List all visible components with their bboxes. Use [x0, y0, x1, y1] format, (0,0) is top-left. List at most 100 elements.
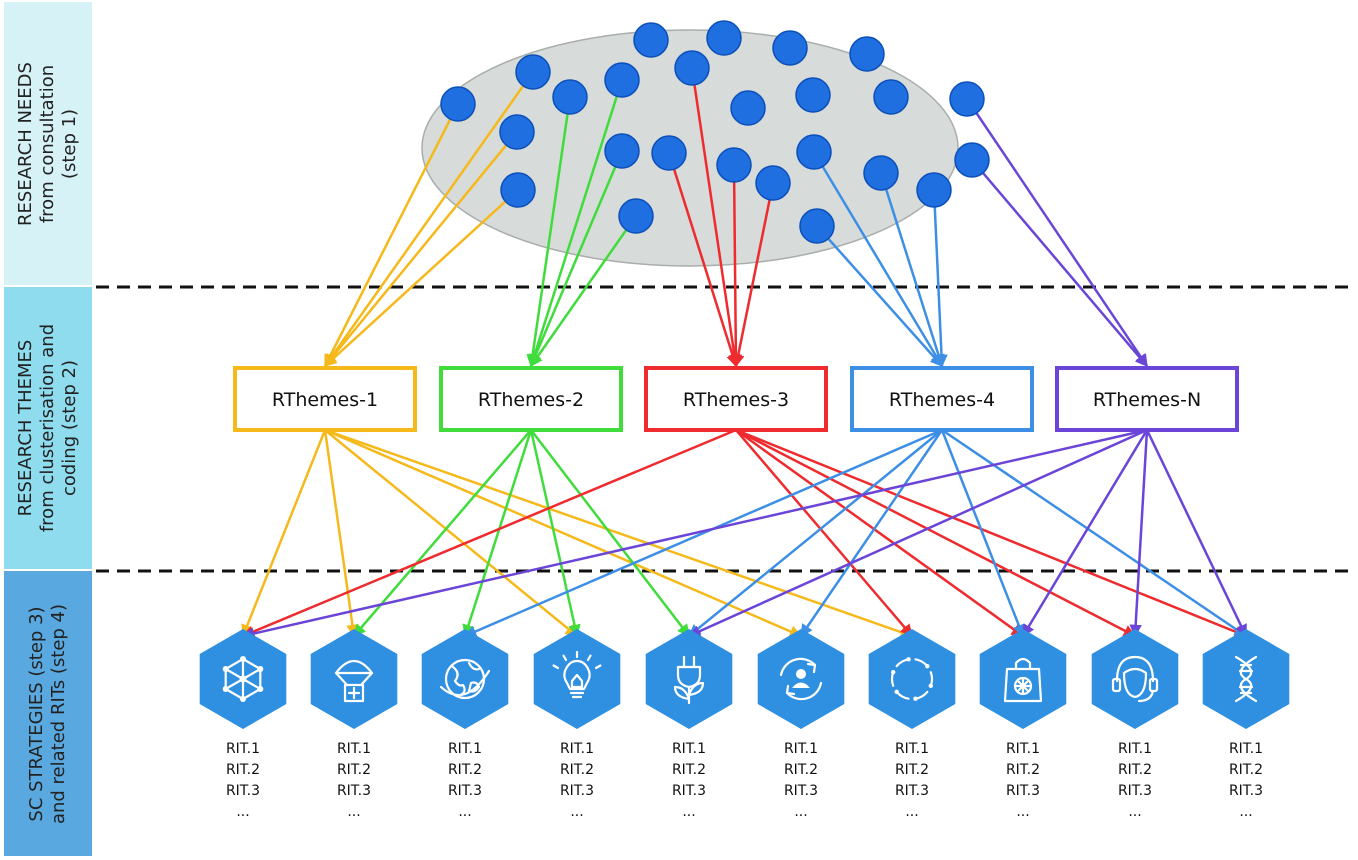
research-need-dot [633, 22, 669, 58]
rit-item: RIT.3 [894, 783, 930, 799]
theme-box-frame [850, 366, 1034, 432]
rit-item: RIT.2 [447, 762, 483, 778]
research-need-dot [674, 50, 710, 86]
rit-item: RIT.1 [671, 741, 707, 757]
theme-to-strategy-arrow [735, 428, 1025, 638]
rit-item: ... [1239, 804, 1253, 820]
theme-label: RThemes-3 [683, 389, 789, 411]
need-to-theme-arrow [529, 150, 624, 368]
strategy-hexagon [645, 629, 733, 729]
globe-icon [439, 658, 491, 700]
theme-label: RThemes-4 [889, 389, 995, 411]
strategy-hexagon [533, 629, 621, 729]
circular-arrows-icon [890, 657, 934, 701]
need-to-theme-arrow [528, 79, 624, 368]
headset-icon [1111, 655, 1159, 703]
rit-item: RIT.2 [1117, 762, 1153, 778]
lightbulb-icon [552, 650, 602, 699]
research-need-dot [849, 36, 885, 72]
theme-to-strategy-arrow [241, 428, 1148, 640]
research-need-dot [916, 172, 952, 208]
rit-item: RIT.2 [559, 762, 595, 778]
need-to-theme-arrow [529, 215, 638, 368]
research-need-dot [706, 20, 742, 56]
theme-box-5: RThemes-N [1055, 366, 1239, 432]
theme-box-2: RThemes-2 [439, 366, 623, 432]
theme-to-strategy-arrow [324, 428, 803, 638]
research-need-dot [796, 134, 832, 170]
network-icon [222, 656, 264, 702]
need-to-theme-arrow [879, 172, 945, 368]
theme-to-strategy-arrow [530, 429, 690, 637]
strategy-hexagon [979, 629, 1067, 729]
need-to-theme-arrow [526, 96, 572, 368]
theme-to-strategy-arrow [799, 429, 944, 638]
theme-to-strategy-arrow [463, 428, 943, 638]
rit-item: ... [347, 804, 361, 820]
need-to-theme-arrow [323, 103, 460, 368]
rit-item: RIT.2 [1005, 762, 1041, 778]
theme-to-strategy-arrow [241, 429, 327, 638]
rit-item: RIT.1 [783, 741, 819, 757]
strategy-hexagon [421, 629, 509, 729]
theme-box-frame [233, 366, 417, 432]
rit-item: RIT.1 [894, 741, 930, 757]
dna-icon [1234, 655, 1258, 703]
theme-to-strategy-arrow [735, 428, 1137, 638]
research-need-dot [651, 135, 687, 171]
rit-item: RIT.2 [783, 762, 819, 778]
research-need-dot [873, 79, 909, 115]
research-need-dot [552, 79, 588, 115]
rit-item: ... [1016, 804, 1030, 820]
rit-item: RIT.3 [1005, 783, 1041, 799]
hexagon-shape [1091, 629, 1179, 729]
research-need-dot [618, 198, 654, 234]
theme-to-strategy-arrow [1021, 429, 1149, 638]
research-need-dot [515, 54, 551, 90]
user-cycle-icon [779, 657, 823, 701]
research-need-dot [716, 147, 752, 183]
theme-to-strategy-arrow [324, 429, 578, 637]
parachute-aid-icon [334, 659, 374, 703]
strategy-hexagons [199, 629, 1290, 729]
need-to-theme-arrow [816, 225, 943, 367]
theme-label: RThemes-N [1093, 389, 1201, 411]
hexagon-shape [421, 629, 509, 729]
rit-item: RIT.3 [1228, 783, 1264, 799]
strategy-hexagon [757, 629, 845, 729]
rit-item: ... [905, 804, 919, 820]
rit-item: ... [682, 804, 696, 820]
rit-item: ... [570, 804, 584, 820]
research-need-dot [772, 30, 808, 66]
theme-box-3: RThemes-3 [644, 366, 828, 432]
rit-item: RIT.1 [559, 741, 595, 757]
research-need-dot [795, 77, 831, 113]
need-to-theme-arrow [323, 71, 535, 368]
research-need-dot [799, 208, 835, 244]
strategy-hexagon [1202, 629, 1290, 729]
need-to-theme-arrow [324, 189, 519, 367]
theme-to-strategy-arrow [323, 429, 359, 638]
need-to-theme-arrow [932, 189, 948, 368]
shopping-bag-icon [1003, 657, 1043, 703]
theme-to-strategy-arrow [687, 428, 1148, 638]
research-need-dot [604, 62, 640, 98]
rit-item: RIT.2 [336, 762, 372, 778]
rit-item: RIT.3 [336, 783, 372, 799]
rit-item: RIT.3 [671, 783, 707, 799]
strategy-hexagon [1091, 629, 1179, 729]
research-need-dot [730, 90, 766, 126]
research-need-dot [863, 155, 899, 191]
rit-item: ... [236, 804, 250, 820]
hexagon-shape [310, 629, 398, 729]
connection-arrows [241, 67, 1248, 640]
rit-item: ... [458, 804, 472, 820]
rit-item: ... [794, 804, 808, 820]
band-sc-strategies: SC STRATEGIES (step 3) and related RITs … [4, 571, 92, 856]
theme-to-strategy-arrow [1145, 429, 1248, 638]
